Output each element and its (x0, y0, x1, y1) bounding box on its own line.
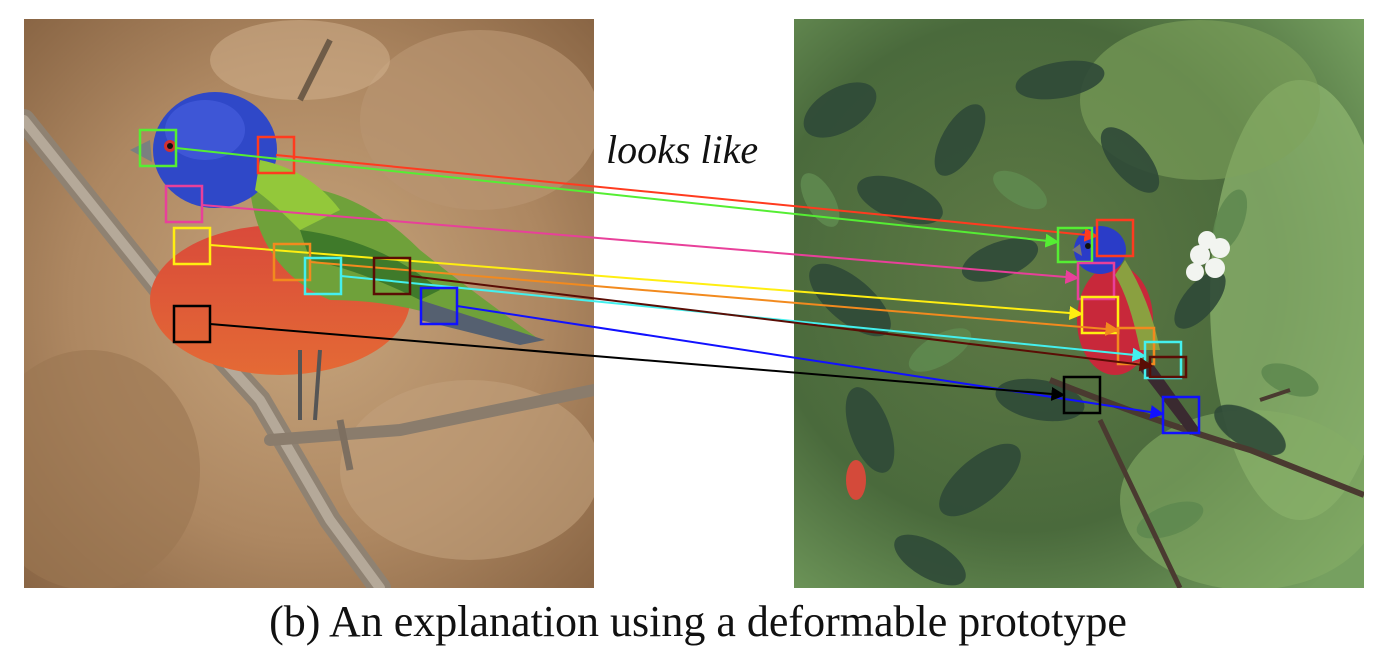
prototype-bird-photo (794, 19, 1364, 588)
correspondence-arrow-yellow (209, 244, 1084, 320)
correspondence-arrow-black (209, 323, 1066, 401)
correspondence-arrow-dark-red (409, 275, 1154, 372)
query-bird-photo (24, 19, 594, 588)
figure-caption: (b) An explanation using a deformable pr… (269, 597, 1127, 646)
correspondence-arrow-red (275, 154, 1099, 242)
correspondence-arrow-green (175, 147, 1060, 248)
correspondence-arrow-blue (456, 305, 1165, 420)
query-part-box-magenta (164, 184, 204, 224)
prototype-correspondences (138, 128, 1201, 435)
correspondence-arrow-orange (309, 261, 1120, 336)
looks-like-label: looks like (606, 127, 759, 172)
correspondence-arrow-magenta (201, 204, 1080, 284)
query-part-box-red (256, 135, 296, 175)
